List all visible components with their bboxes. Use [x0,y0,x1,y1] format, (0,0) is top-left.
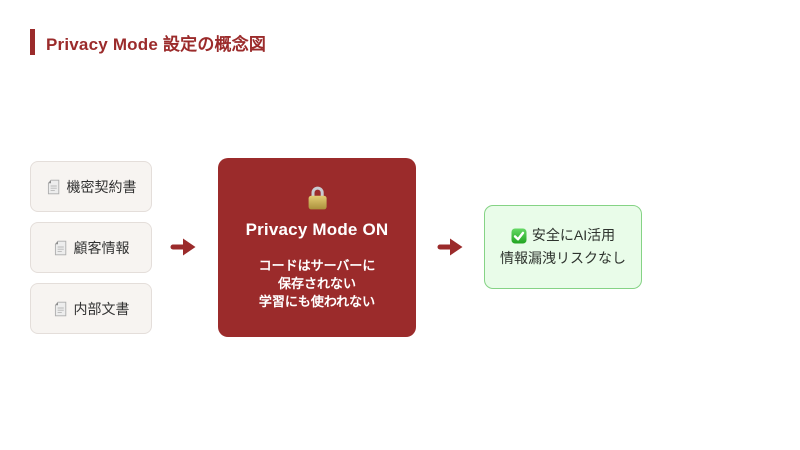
source-label: 機密契約書 [66,178,137,195]
arrow-right-icon [170,235,198,259]
result-line1: 安全にAI活用 [511,224,615,247]
arrow-right-icon [437,235,465,259]
privacy-mode-box: Privacy Mode ON コードはサーバーに 保存されない 学習にも使われ… [218,158,416,337]
privacy-mode-description: コードはサーバーに 保存されない 学習にも使われない [259,257,376,311]
page-header: Privacy Mode 設定の概念図 [30,29,266,55]
privacy-body-line: コードはサーバーに [258,258,376,273]
document-icon [53,240,68,256]
check-mark-icon [511,228,527,244]
source-box-customer-info: 顧客情報 [30,222,152,273]
source-documents-group: 機密契約書 顧客情報 内部文書 [30,161,152,334]
source-box-confidential-contract: 機密契約書 [30,161,152,212]
privacy-mode-title: Privacy Mode ON [245,220,389,239]
result-box: 安全にAI活用 情報漏洩リスクなし [484,205,642,289]
page-title: Privacy Mode 設定の概念図 [46,34,267,54]
source-label: 顧客情報 [73,239,130,256]
privacy-body-line: 学習にも使われない [258,294,376,309]
document-icon [53,301,68,317]
privacy-body-line: 保存されない [277,276,356,291]
source-label: 内部文書 [73,300,130,317]
title-accent-bar [30,29,35,55]
document-icon [46,179,61,195]
source-box-internal-docs: 内部文書 [30,283,152,334]
result-line1-text: 安全にAI活用 [531,227,616,243]
lock-icon [304,184,331,211]
result-line2-text: 情報漏洩リスクなし [500,250,626,266]
